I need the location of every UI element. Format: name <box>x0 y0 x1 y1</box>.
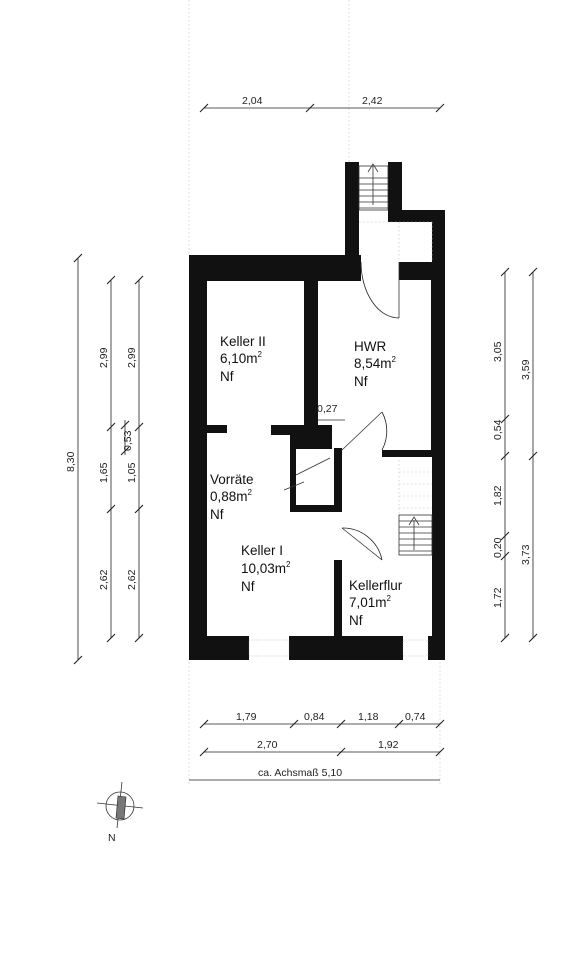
dim-left-label: 2,99 <box>126 347 138 368</box>
room-type-kellerflur: Nf <box>349 613 363 628</box>
dim-left-label: 8,30 <box>65 451 77 472</box>
dim-bottom-label: 1,18 <box>358 711 379 723</box>
dim-bottom-label: 1,92 <box>378 739 399 751</box>
dim-left-label: 1,05 <box>126 462 138 483</box>
stairs-lower <box>398 460 433 556</box>
window <box>402 639 429 657</box>
window <box>248 639 290 657</box>
dim-top-label: 2,42 <box>362 95 383 107</box>
dim-bottom-row2 <box>199 747 445 757</box>
dim-left-col2 <box>120 420 130 456</box>
door <box>341 527 383 561</box>
dim-left-label: 1,65 <box>98 462 110 483</box>
dim-top-label: 2,04 <box>242 95 263 107</box>
north-arrow-icon <box>96 781 144 829</box>
dim-right-label: 0,20 <box>492 537 504 558</box>
room-name-keller2: Keller II <box>220 334 266 349</box>
dim-left-label: 2,62 <box>98 569 110 590</box>
room-name-hwr: HWR <box>354 339 386 354</box>
dim-right-label: 3,59 <box>520 359 532 380</box>
dim-bottom-label: 1,79 <box>236 711 257 723</box>
dim-right-label: 1,72 <box>492 587 504 608</box>
dim-left-label: 2,99 <box>98 347 110 368</box>
door <box>360 261 400 319</box>
dim-right-col1 <box>500 267 510 643</box>
dim-right-label: 1,82 <box>492 485 504 506</box>
dim-top <box>199 103 445 113</box>
room-name-kellerflur: Kellerflur <box>349 578 403 593</box>
dim-inner-label: 0,27 <box>317 403 338 415</box>
room-area-kellerflur: 7,01m2 <box>349 594 392 610</box>
room-name-keller1: Keller I <box>241 543 283 558</box>
room-type-keller2: Nf <box>220 369 234 384</box>
dim-bottom-total-label: ca. Achsmaß 5,10 <box>258 767 342 779</box>
dim-left-label: 2,62 <box>126 569 138 590</box>
dim-bottom-label: 0,74 <box>405 711 426 723</box>
dim-right-label: 3,73 <box>520 544 532 565</box>
dim-right-label: 0,54 <box>492 419 504 440</box>
dim-bottom-row1 <box>199 719 445 729</box>
room-area-keller1: 10,03m2 <box>241 560 291 576</box>
dim-right-col2 <box>528 267 538 643</box>
dim-left-label: 0,53 <box>122 430 134 451</box>
door <box>341 411 388 451</box>
walls <box>189 162 445 660</box>
dim-bottom-label: 0,84 <box>304 711 325 723</box>
door <box>283 457 331 491</box>
stairs-upper <box>358 163 433 262</box>
room-type-vorraete: Nf <box>210 507 224 522</box>
dim-left-col3 <box>134 275 144 643</box>
dim-right-label: 3,05 <box>492 341 504 362</box>
room-type-keller1: Nf <box>241 579 255 594</box>
room-type-hwr: Nf <box>354 374 368 389</box>
room-area-vorraete: 0,88m2 <box>210 488 253 504</box>
dim-left-total <box>73 253 83 665</box>
room-area-hwr: 8,54m2 <box>354 355 397 371</box>
room-area-keller2: 6,10m2 <box>220 350 263 366</box>
dim-bottom-label: 2,70 <box>257 739 278 751</box>
north-label: N <box>108 832 116 844</box>
dim-left-col1 <box>106 275 116 643</box>
room-name-vorraete: Vorräte <box>210 472 254 487</box>
